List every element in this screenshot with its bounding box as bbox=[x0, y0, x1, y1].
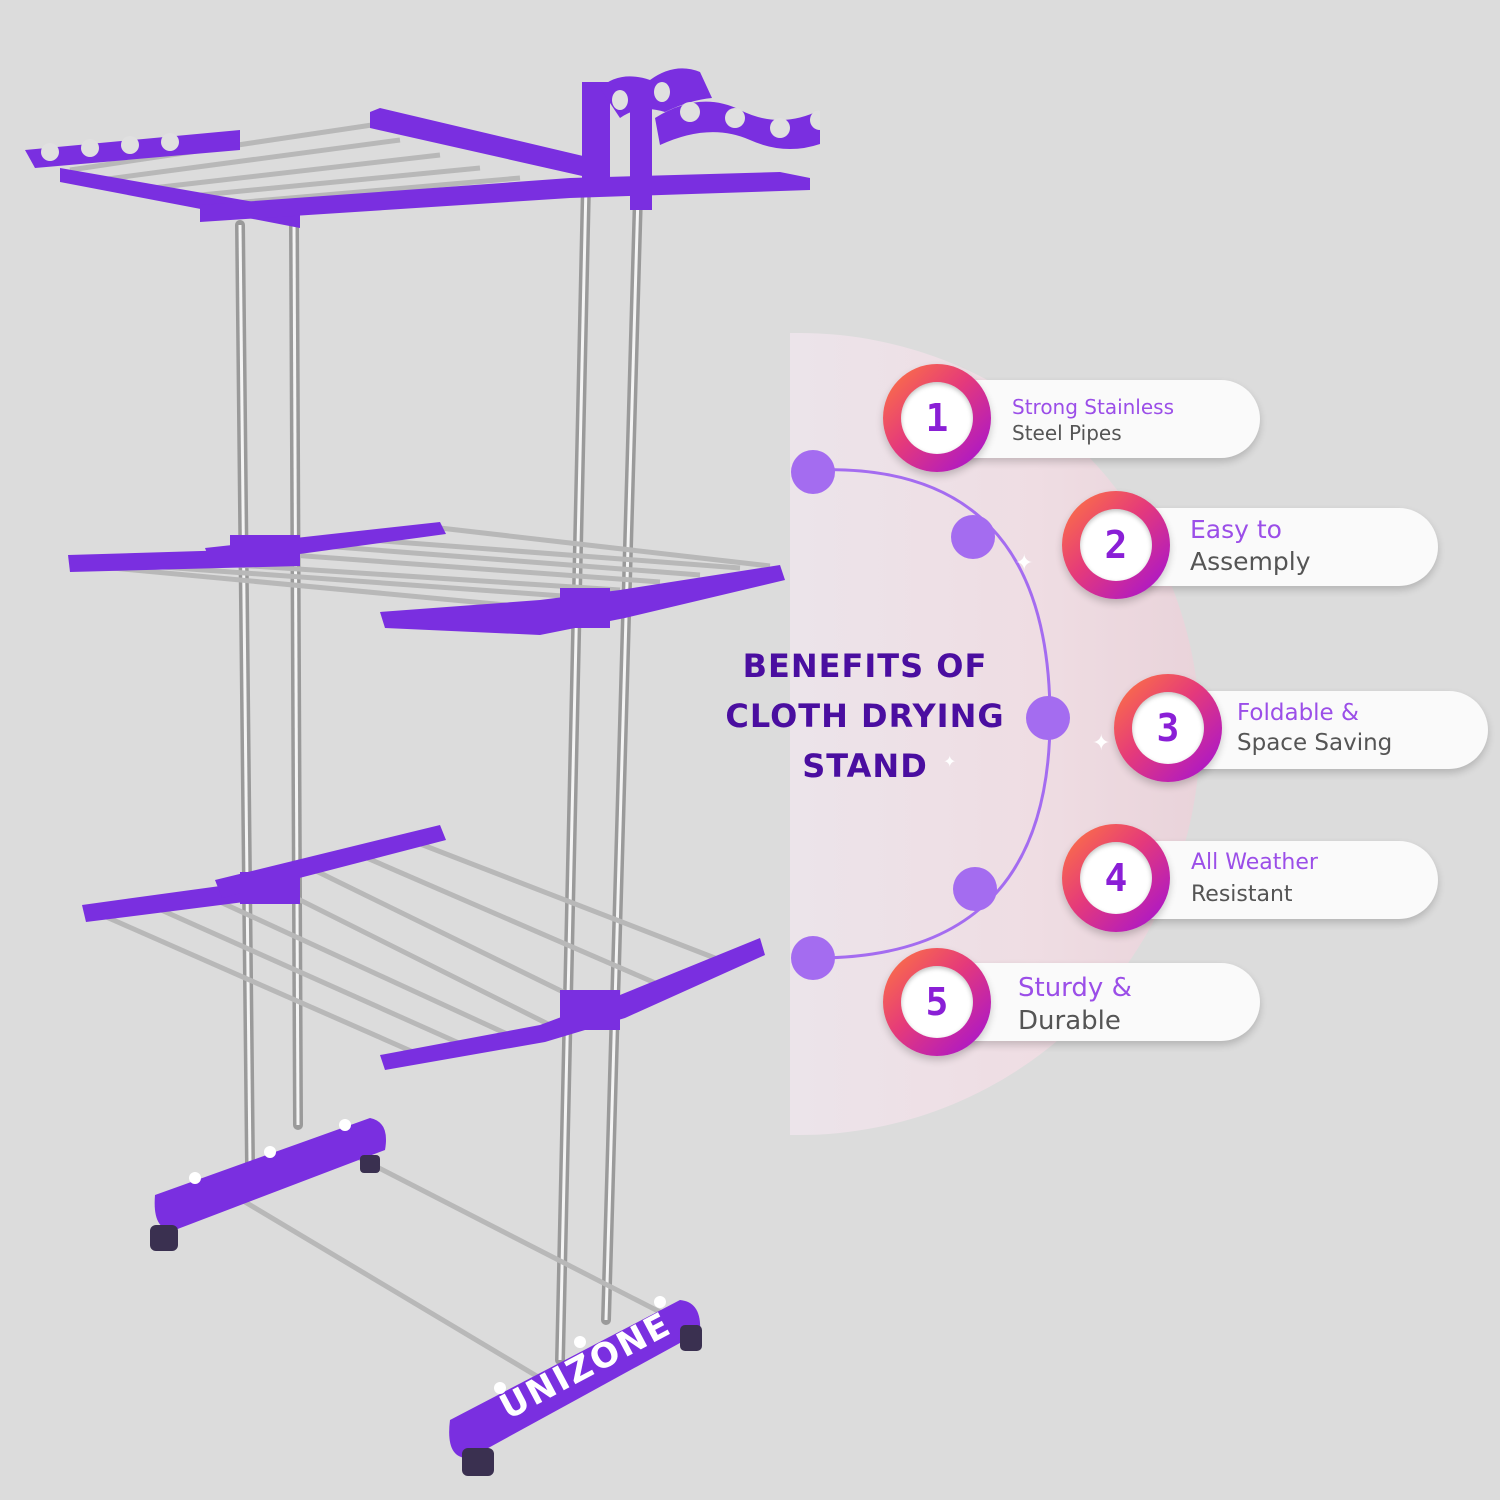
benefit-number-5: 5 bbox=[901, 966, 973, 1038]
sparkle-icon: ✦ bbox=[1092, 730, 1111, 755]
arc-dot-5 bbox=[791, 936, 835, 980]
benefit-badge-5: 5 bbox=[883, 948, 991, 1056]
benefit-badge-3: 3 bbox=[1114, 674, 1222, 782]
benefit-badge-1: 1 bbox=[883, 364, 991, 472]
benefit-number-4: 4 bbox=[1080, 842, 1152, 914]
benefit-number-2: 2 bbox=[1080, 509, 1152, 581]
arc-dot-1 bbox=[791, 450, 835, 494]
benefit-2-line-2: Assemply bbox=[1190, 547, 1311, 576]
benefit-4-line-2: Resistant bbox=[1191, 882, 1293, 907]
benefit-4-line-1: All Weather bbox=[1191, 850, 1318, 875]
benefit-1-line-2: Steel Pipes bbox=[1012, 421, 1122, 445]
sparkle-icon: ✦ bbox=[943, 754, 957, 771]
benefit-badge-4: 4 bbox=[1062, 824, 1170, 932]
arc-dot-2 bbox=[951, 515, 995, 559]
sparkle-icon: ✦ bbox=[1015, 550, 1034, 575]
benefit-1-line-1: Strong Stainless bbox=[1012, 395, 1175, 419]
benefit-5-line-1: Sturdy & bbox=[1018, 973, 1132, 1003]
benefit-number-3: 3 bbox=[1132, 692, 1204, 764]
heading-line-2: CLOTH DRYING bbox=[725, 697, 1005, 735]
arc-dot-4 bbox=[953, 867, 997, 911]
benefit-2-line-1: Easy to bbox=[1190, 515, 1282, 544]
benefit-badge-2: 2 bbox=[1062, 491, 1170, 599]
benefit-3-line-1: Foldable & bbox=[1237, 700, 1359, 726]
heading-line-1: BENEFITS OF bbox=[742, 647, 988, 685]
benefit-3-line-2: Space Saving bbox=[1237, 730, 1393, 756]
arc-dot-3 bbox=[1026, 696, 1070, 740]
benefit-number-1: 1 bbox=[901, 382, 973, 454]
heading-line-3: STAND bbox=[802, 747, 928, 785]
benefit-5-line-2: Durable bbox=[1018, 1006, 1121, 1036]
drying-stand-image: UNIZONE bbox=[25, 68, 820, 1476]
